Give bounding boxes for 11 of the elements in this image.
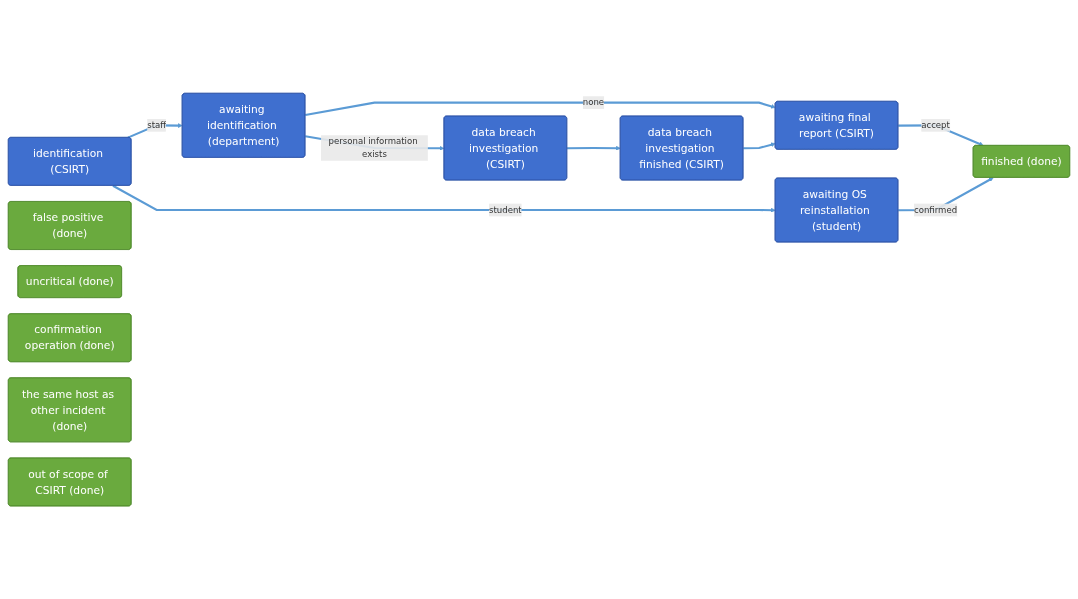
edge-label: none bbox=[582, 97, 605, 108]
arrow bbox=[567, 145, 621, 151]
arrow bbox=[127, 123, 183, 139]
edge-label: confirmed bbox=[913, 204, 958, 215]
edge-label: student bbox=[489, 204, 522, 215]
arrow bbox=[112, 184, 776, 213]
arrow bbox=[305, 101, 776, 116]
arrow bbox=[743, 142, 776, 150]
edge-label: accept bbox=[921, 119, 950, 131]
edge-label: staff bbox=[147, 119, 167, 131]
edge-label: personal information exists bbox=[328, 136, 418, 160]
